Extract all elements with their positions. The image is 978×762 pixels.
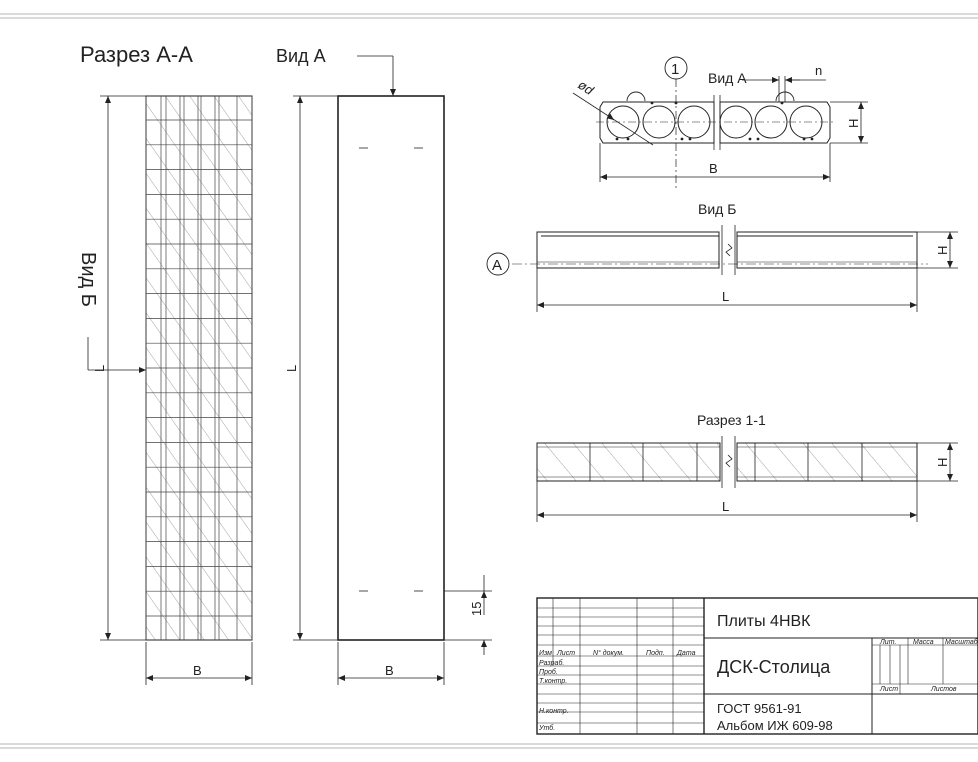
tb-head-doc: N° докум. xyxy=(593,649,624,657)
section-11-dim-l: L xyxy=(722,499,729,514)
view-a-dim-l xyxy=(293,95,338,641)
view-a-end-label: Вид А xyxy=(708,70,747,86)
tb-role-0: Разраб. xyxy=(539,659,564,667)
tb-role-2: Т.контр. xyxy=(539,678,567,685)
tb-head-sign: Подп. xyxy=(646,649,665,657)
tb-role-5: Утб. xyxy=(538,724,555,732)
view-b-dim-h: H xyxy=(935,246,950,255)
view-a-end-dim-d: ød xyxy=(575,77,597,98)
tb-head-lit: Лит. xyxy=(879,639,896,646)
section-aa-dim-l xyxy=(100,95,146,641)
tb-head-date: Дата xyxy=(676,650,696,657)
reinforcement-grid xyxy=(145,96,253,640)
section-11: Разрез 1-1 H xyxy=(536,412,958,522)
view-a-end-dim-b: B xyxy=(709,161,718,176)
section-aa-dim-b-label: B xyxy=(193,663,202,678)
callout-1-number: 1 xyxy=(671,61,679,78)
section-aa-title: Разрез А-А xyxy=(80,42,193,67)
section-11-dim-h: H xyxy=(935,458,950,467)
tb-head-scale: Масштаб xyxy=(945,638,978,646)
section-aa: Разрез А-А B L Вид Б xyxy=(77,42,253,685)
view-b-ref-mark: А xyxy=(492,257,502,274)
slab-outline xyxy=(337,95,445,641)
view-a-dim-l-label: L xyxy=(284,365,299,372)
sheet-frame xyxy=(0,13,978,749)
title-block-standard-2: Альбом ИЖ 609-98 xyxy=(717,718,833,733)
lifting-loops xyxy=(359,147,423,592)
view-b: Вид Б А H L xyxy=(486,201,958,312)
view-a-end-dim-n: n xyxy=(815,63,822,78)
section-aa-dim-b xyxy=(145,642,253,685)
section-aa-dim-l-label: L xyxy=(92,365,107,372)
tb-head-mass: Масса xyxy=(913,639,934,646)
view-b-marker-label: Вид Б xyxy=(77,252,99,307)
tb-head-sheet: Лист xyxy=(879,686,898,693)
section-11-title: Разрез 1-1 xyxy=(697,412,766,428)
view-a-end: 1 Вид А n ød xyxy=(572,56,868,190)
tb-role-4: Н.контр. xyxy=(539,708,569,715)
view-a-dim-b xyxy=(337,642,445,685)
title-block-standard-1: ГОСТ 9561-91 xyxy=(717,701,802,716)
view-b-dim-l: L xyxy=(722,289,729,304)
title-block-company: ДСК-Столица xyxy=(717,657,831,677)
view-a-dim-15 xyxy=(444,575,492,655)
view-b-marker xyxy=(87,337,146,373)
tb-head-list: Лист xyxy=(556,650,575,657)
tb-head-sheets: Листов xyxy=(930,686,957,693)
view-b-ref-circle xyxy=(486,252,510,276)
tb-head-izm: Изм xyxy=(539,650,552,657)
view-a-end-dim-h: H xyxy=(846,119,861,128)
view-a-dim-b-label: B xyxy=(385,663,394,678)
view-a-dim-15-label: 15 xyxy=(469,602,484,616)
title-block-product: Плиты 4НВК xyxy=(717,613,811,630)
tb-role-1: Проб. xyxy=(539,668,558,676)
view-a-front-label: Вид А xyxy=(276,46,326,66)
view-a-front: Вид А B L xyxy=(276,46,492,685)
title-block: Плиты 4НВК ДСК-Столица ГОСТ 9561-91 Альб… xyxy=(536,597,978,735)
view-b-title: Вид Б xyxy=(698,201,736,217)
